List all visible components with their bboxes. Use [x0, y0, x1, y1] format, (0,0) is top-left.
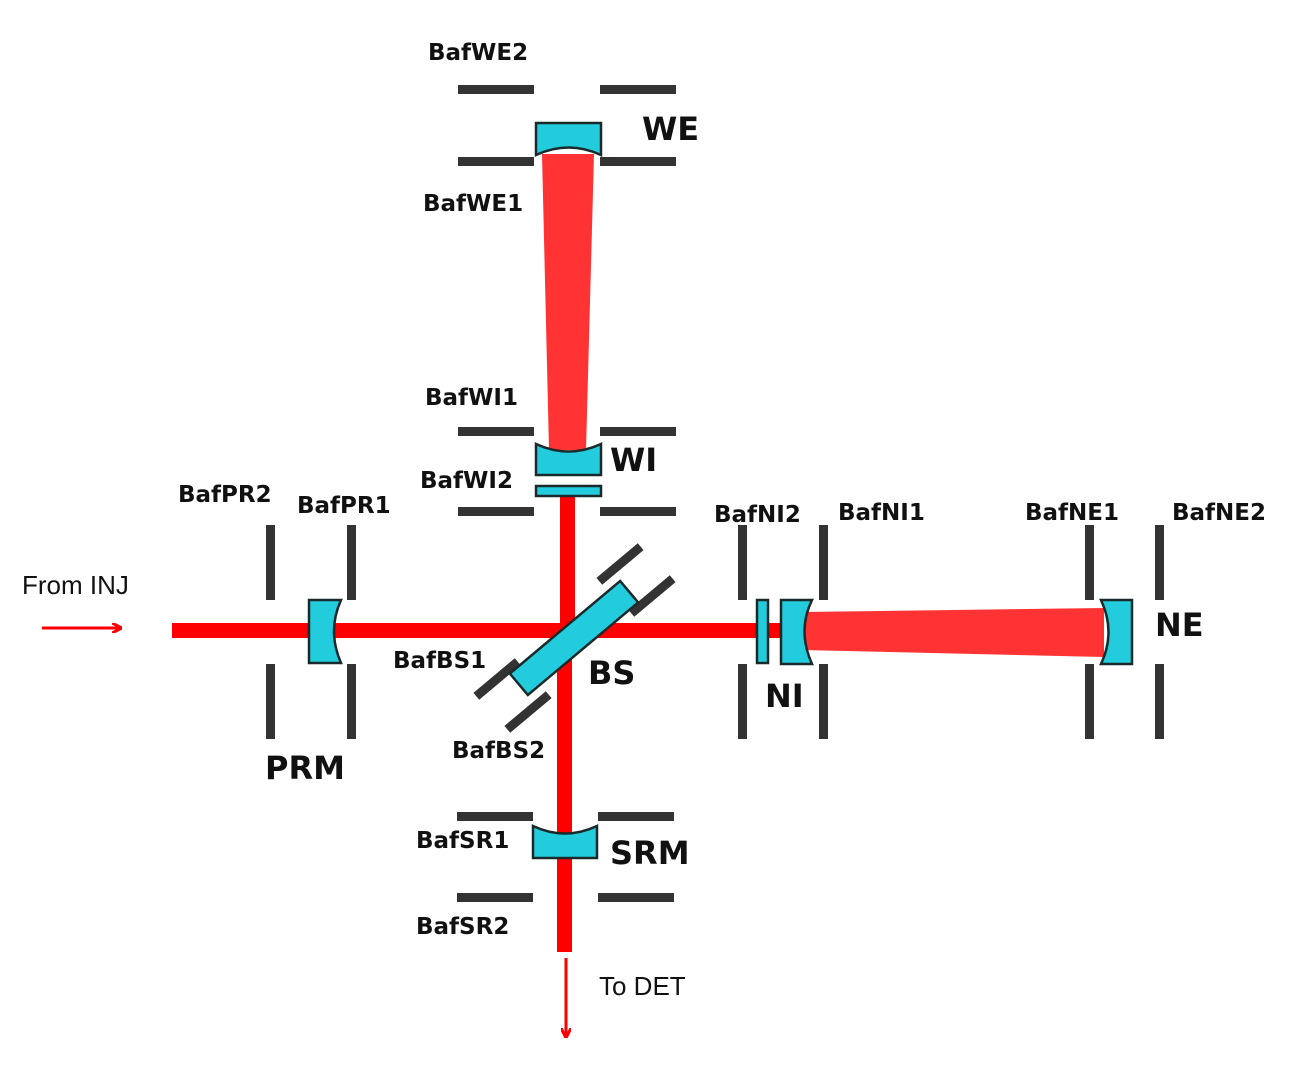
label-baf-sr2: BafSR2 [416, 914, 509, 940]
baffle-pr2-bottom [266, 664, 275, 739]
baffle-we2-right [600, 85, 676, 94]
label-baf-pr1: BafPR1 [297, 493, 391, 519]
plate-wi [534, 484, 603, 498]
beam-horizontal [172, 623, 784, 638]
baffle-bs-upper-a [596, 543, 644, 585]
mirror-ne [1099, 598, 1134, 666]
label-prm: PRM [265, 749, 345, 787]
output-label: To DET [599, 971, 686, 1001]
beam-vertical-lower [557, 635, 572, 952]
baffle-sr2-right [598, 893, 674, 902]
mirror-prm [307, 598, 343, 665]
baffle-wi2-left [458, 507, 534, 516]
baffle-ni2-bottom [738, 664, 747, 739]
beam-splitter [508, 579, 640, 697]
baffle-bars [266, 85, 1164, 902]
label-baf-bs2: BafBS2 [452, 738, 545, 764]
label-baf-sr1: BafSR1 [416, 828, 509, 854]
mirror-ni [779, 598, 814, 666]
plate-ni [755, 598, 770, 665]
beam-north-cavity [802, 608, 1104, 657]
baffle-bs2 [504, 691, 552, 733]
label-baf-pr2: BafPR2 [178, 482, 272, 508]
label-baf-ni1: BafNI1 [838, 500, 925, 526]
baffle-pr2-top [266, 525, 275, 600]
label-baf-ne2: BafNE2 [1172, 500, 1266, 526]
label-baf-wi2: BafWI2 [420, 468, 513, 494]
labels: From INJ To DET WE WI BS PRM SRM NI NE B… [22, 40, 1266, 1001]
baffle-ne1-top [1085, 525, 1094, 600]
baffle-we2-left [458, 85, 534, 94]
baffle-we1-right [600, 157, 676, 166]
label-baf-bs1: BafBS1 [393, 648, 486, 674]
baffle-pr1-bottom [347, 664, 356, 739]
baffle-bs-upper-b [628, 575, 676, 617]
baffle-sr1-left [457, 812, 533, 821]
baffle-wi2-right [600, 507, 676, 516]
baffle-ni2-top [738, 525, 747, 600]
label-baf-wi1: BafWI1 [425, 385, 518, 411]
baffle-we1-left [458, 157, 534, 166]
baffle-wi1-left [458, 427, 534, 436]
optics [307, 121, 1134, 860]
baffle-sr2-left [457, 893, 533, 902]
label-we: WE [642, 110, 699, 148]
beam-west-cavity [542, 154, 594, 450]
label-baf-ne1: BafNE1 [1025, 500, 1119, 526]
baffle-ni1-bottom [819, 664, 828, 739]
baffle-ni1-top [819, 525, 828, 600]
baffle-bs1 [473, 658, 521, 700]
mirror-we [534, 121, 603, 157]
label-ni: NI [765, 677, 804, 715]
label-baf-we1: BafWE1 [423, 191, 523, 217]
baffle-ne2-top [1155, 525, 1164, 600]
label-srm: SRM [610, 834, 690, 872]
baffle-ne1-bottom [1085, 664, 1094, 739]
baffle-ne2-bottom [1155, 664, 1164, 739]
baffle-wi1-right [600, 427, 676, 436]
label-baf-ni2: BafNI2 [714, 502, 801, 528]
mirror-srm [531, 824, 599, 860]
label-ne: NE [1155, 606, 1204, 644]
label-wi: WI [610, 441, 657, 479]
input-label: From INJ [22, 570, 129, 600]
io-arrows [42, 628, 566, 1036]
label-baf-we2: BafWE2 [428, 40, 528, 66]
beam-vertical-upper [560, 495, 575, 630]
label-bs: BS [588, 654, 635, 692]
baffle-sr1-right [598, 812, 674, 821]
baffle-pr1-top [347, 525, 356, 600]
mirror-wi [534, 442, 603, 477]
